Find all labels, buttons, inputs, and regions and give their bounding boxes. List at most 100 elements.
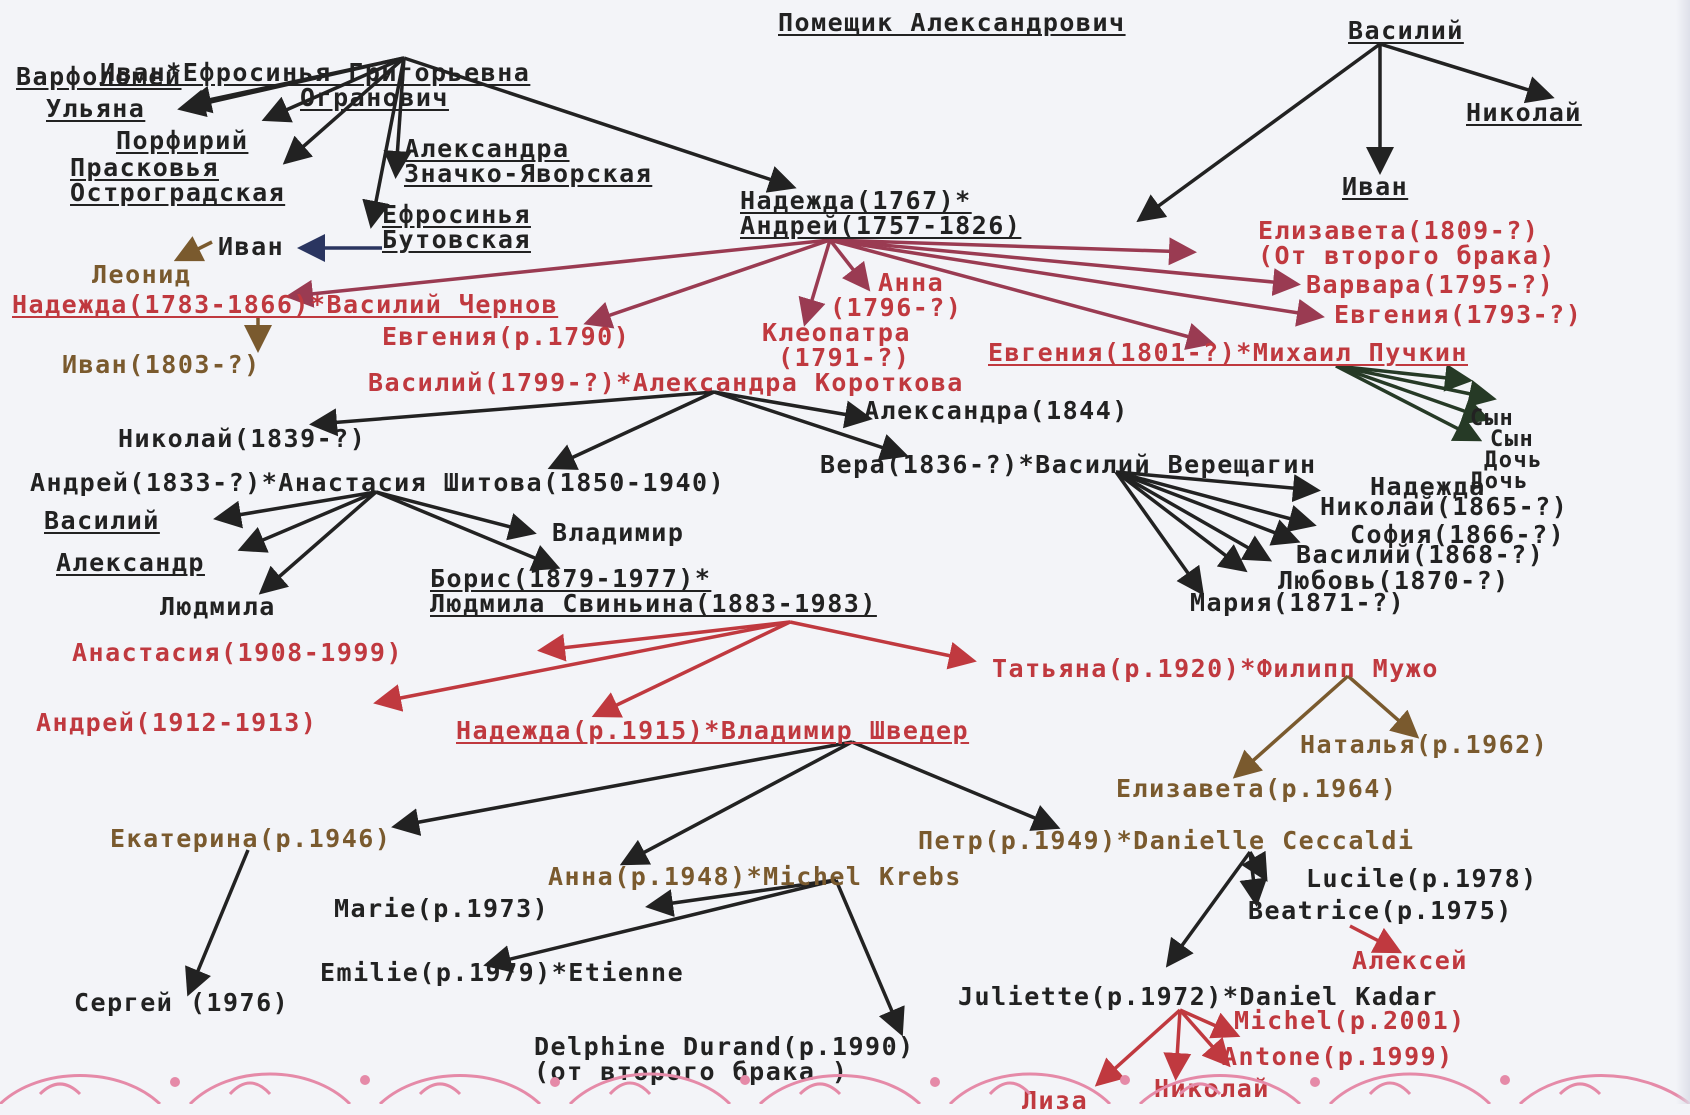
node-anna-1796: Анна(1796-?)	[830, 268, 963, 322]
edge-arrow	[309, 390, 715, 437]
edge-arrow	[1115, 470, 1321, 503]
edge-arrow	[375, 490, 537, 541]
edge-arrow	[261, 56, 405, 123]
node-lucile: Lucile(р.1978)	[1306, 864, 1538, 893]
node-aleksey: Алексей	[1352, 946, 1468, 975]
node-vera-vereshchagin: Вера(1836-?)*Василий Верещагин	[820, 450, 1317, 479]
edge-arrow	[1094, 1008, 1182, 1087]
edge-arrow	[713, 390, 873, 429]
node-sergey: Сергей (1976)	[74, 988, 290, 1017]
node-nadezhda-andrey: Надежда(1767)*Андрей(1757-1826)	[740, 186, 1022, 240]
edge-arrow	[391, 740, 853, 836]
node-lyudmila: Людмила	[160, 592, 276, 621]
edge-arrow	[1115, 470, 1317, 533]
node-beatrice: Beatrice(р.1975)	[1248, 896, 1513, 925]
node-andrey-shitova: Андрей(1833-?)*Анастасия Шитова(1850-194…	[30, 468, 726, 497]
node-natalya: Наталья(р.1962)	[1300, 730, 1549, 759]
edge-arrow	[237, 490, 377, 553]
edge-arrow	[537, 620, 791, 662]
edge-arrow	[1115, 470, 1301, 546]
node-lyubov: Любовь(1870-?)	[1278, 566, 1510, 595]
node-evgeniya-puchkin: Евгения(1801-?)*Михаил Пучкин	[988, 338, 1468, 367]
node-ulyana: Ульяна	[46, 94, 146, 123]
node-elizaveta-1809: Елизавета(1809-?)(От второго брака)	[1258, 216, 1556, 270]
edge-arrow	[282, 56, 406, 165]
node-nikolay-top: Николай	[1466, 98, 1582, 127]
edge-arrow	[829, 238, 1301, 296]
node-antone: Antone(р.1999)	[1222, 1042, 1454, 1071]
node-nikolay-1865: Николай(1865-?)	[1320, 492, 1569, 521]
node-porfiriy: Порфирий	[116, 126, 249, 155]
edge-arrow	[591, 620, 791, 718]
edge-arrow	[483, 878, 837, 973]
node-juliette-kadar: Juliette(р.1972)*Daniel Kadar	[958, 982, 1438, 1011]
edge-arrow	[1335, 364, 1497, 408]
node-nadezhda-sheveder: Надежда(р.1915)*Владимир Шведер	[456, 716, 970, 745]
node-ivan-left: Иван	[218, 232, 285, 261]
node-kleopatra: Клеопатра(1791-?)	[762, 318, 911, 372]
edge-arrow	[258, 490, 378, 595]
edge-arrow	[583, 238, 831, 329]
node-vasiliy-top: Василий	[1348, 16, 1464, 45]
node-ivan-1803: Иван(1803-?)	[62, 350, 261, 379]
edge-arrow	[213, 490, 377, 529]
node-petr-ceccaldi: Петр(р.1949)*Danielle Ceccaldi	[918, 826, 1415, 855]
node-nikolay-1839: Николай(1839-?)	[118, 424, 367, 453]
node-vladimir: Владимир	[552, 518, 685, 547]
edge-arrow	[829, 237, 1197, 266]
node-vasiliy-korotkova: Василий(1799-?)*Александра Короткова	[368, 368, 964, 397]
node-varvara: Варвара(1795-?)	[1306, 270, 1555, 299]
node-evgeniya-1793: Евгения(1793-?)	[1334, 300, 1583, 329]
node-nadezhda-chernov: Надежда(1783-1866)*Василий Чернов	[12, 290, 559, 319]
node-vasiliy-mid: Василий	[44, 506, 160, 535]
edge-arrow	[1114, 470, 1248, 573]
edge-arrow	[373, 620, 791, 712]
node-emilie-etienne: Emilie(р.1979)*Etienne	[320, 958, 685, 987]
edge-arrow	[403, 56, 797, 193]
edge-arrow	[1136, 42, 1382, 223]
node-aleksandra-1844: Александра(1844)	[864, 396, 1129, 425]
edge-arrow	[1115, 470, 1273, 562]
node-elizaveta-1964: Елизавета(р.1964)	[1116, 774, 1398, 803]
edge-arrow	[619, 740, 853, 866]
node-leonid: Леонид	[92, 260, 192, 289]
edge-arrow	[1114, 470, 1205, 596]
edge-arrow	[851, 740, 1061, 831]
edge-arrow	[1163, 1009, 1192, 1081]
edge-arrow	[1346, 674, 1420, 739]
node-pomeshchik: Помещик Александрович	[778, 8, 1126, 37]
edge-arrow	[1241, 850, 1268, 883]
node-marie: Marie(р.1973)	[334, 894, 550, 923]
node-ekaterina: Екатерина(р.1946)	[110, 824, 392, 853]
node-sofiya: София(1866-?)	[1350, 520, 1566, 549]
node-michel-2001: Michel(р.2001)	[1234, 1006, 1466, 1035]
edge-arrow	[1335, 363, 1473, 392]
edge-arrow	[1179, 1008, 1241, 1039]
edge-arrow	[362, 57, 406, 229]
node-anastasiya-1908: Анастасия(1908-1999)	[72, 638, 404, 667]
node-evgeniya-1790: Евгения(р.1790)	[382, 322, 631, 351]
edge-arrow	[645, 878, 837, 917]
edge-arrow	[1232, 674, 1350, 779]
edge-arrow	[789, 620, 977, 670]
edge-arrow	[798, 239, 832, 327]
edge-arrow	[285, 238, 831, 308]
edge-arrow	[1349, 924, 1403, 954]
edge-arrow	[1335, 364, 1491, 425]
decorative-border	[0, 1072, 1690, 1104]
node-andrey-1912: Андрей(1912-1913)	[36, 708, 318, 737]
edge-arrow	[547, 390, 715, 470]
right-edge-shade	[1676, 0, 1690, 1104]
edge-arrow	[828, 238, 871, 292]
node-nadezhda-verestch: Надежда	[1370, 472, 1486, 501]
edge-arrow	[173, 236, 213, 262]
node-anna-krebs: Анна(р.1948)*Michel Krebs	[548, 862, 962, 891]
edge-arrow	[713, 390, 909, 461]
node-boris-lyudmila: Борис(1879-1977)*Людмила Свиньина(1883-1…	[430, 564, 877, 618]
